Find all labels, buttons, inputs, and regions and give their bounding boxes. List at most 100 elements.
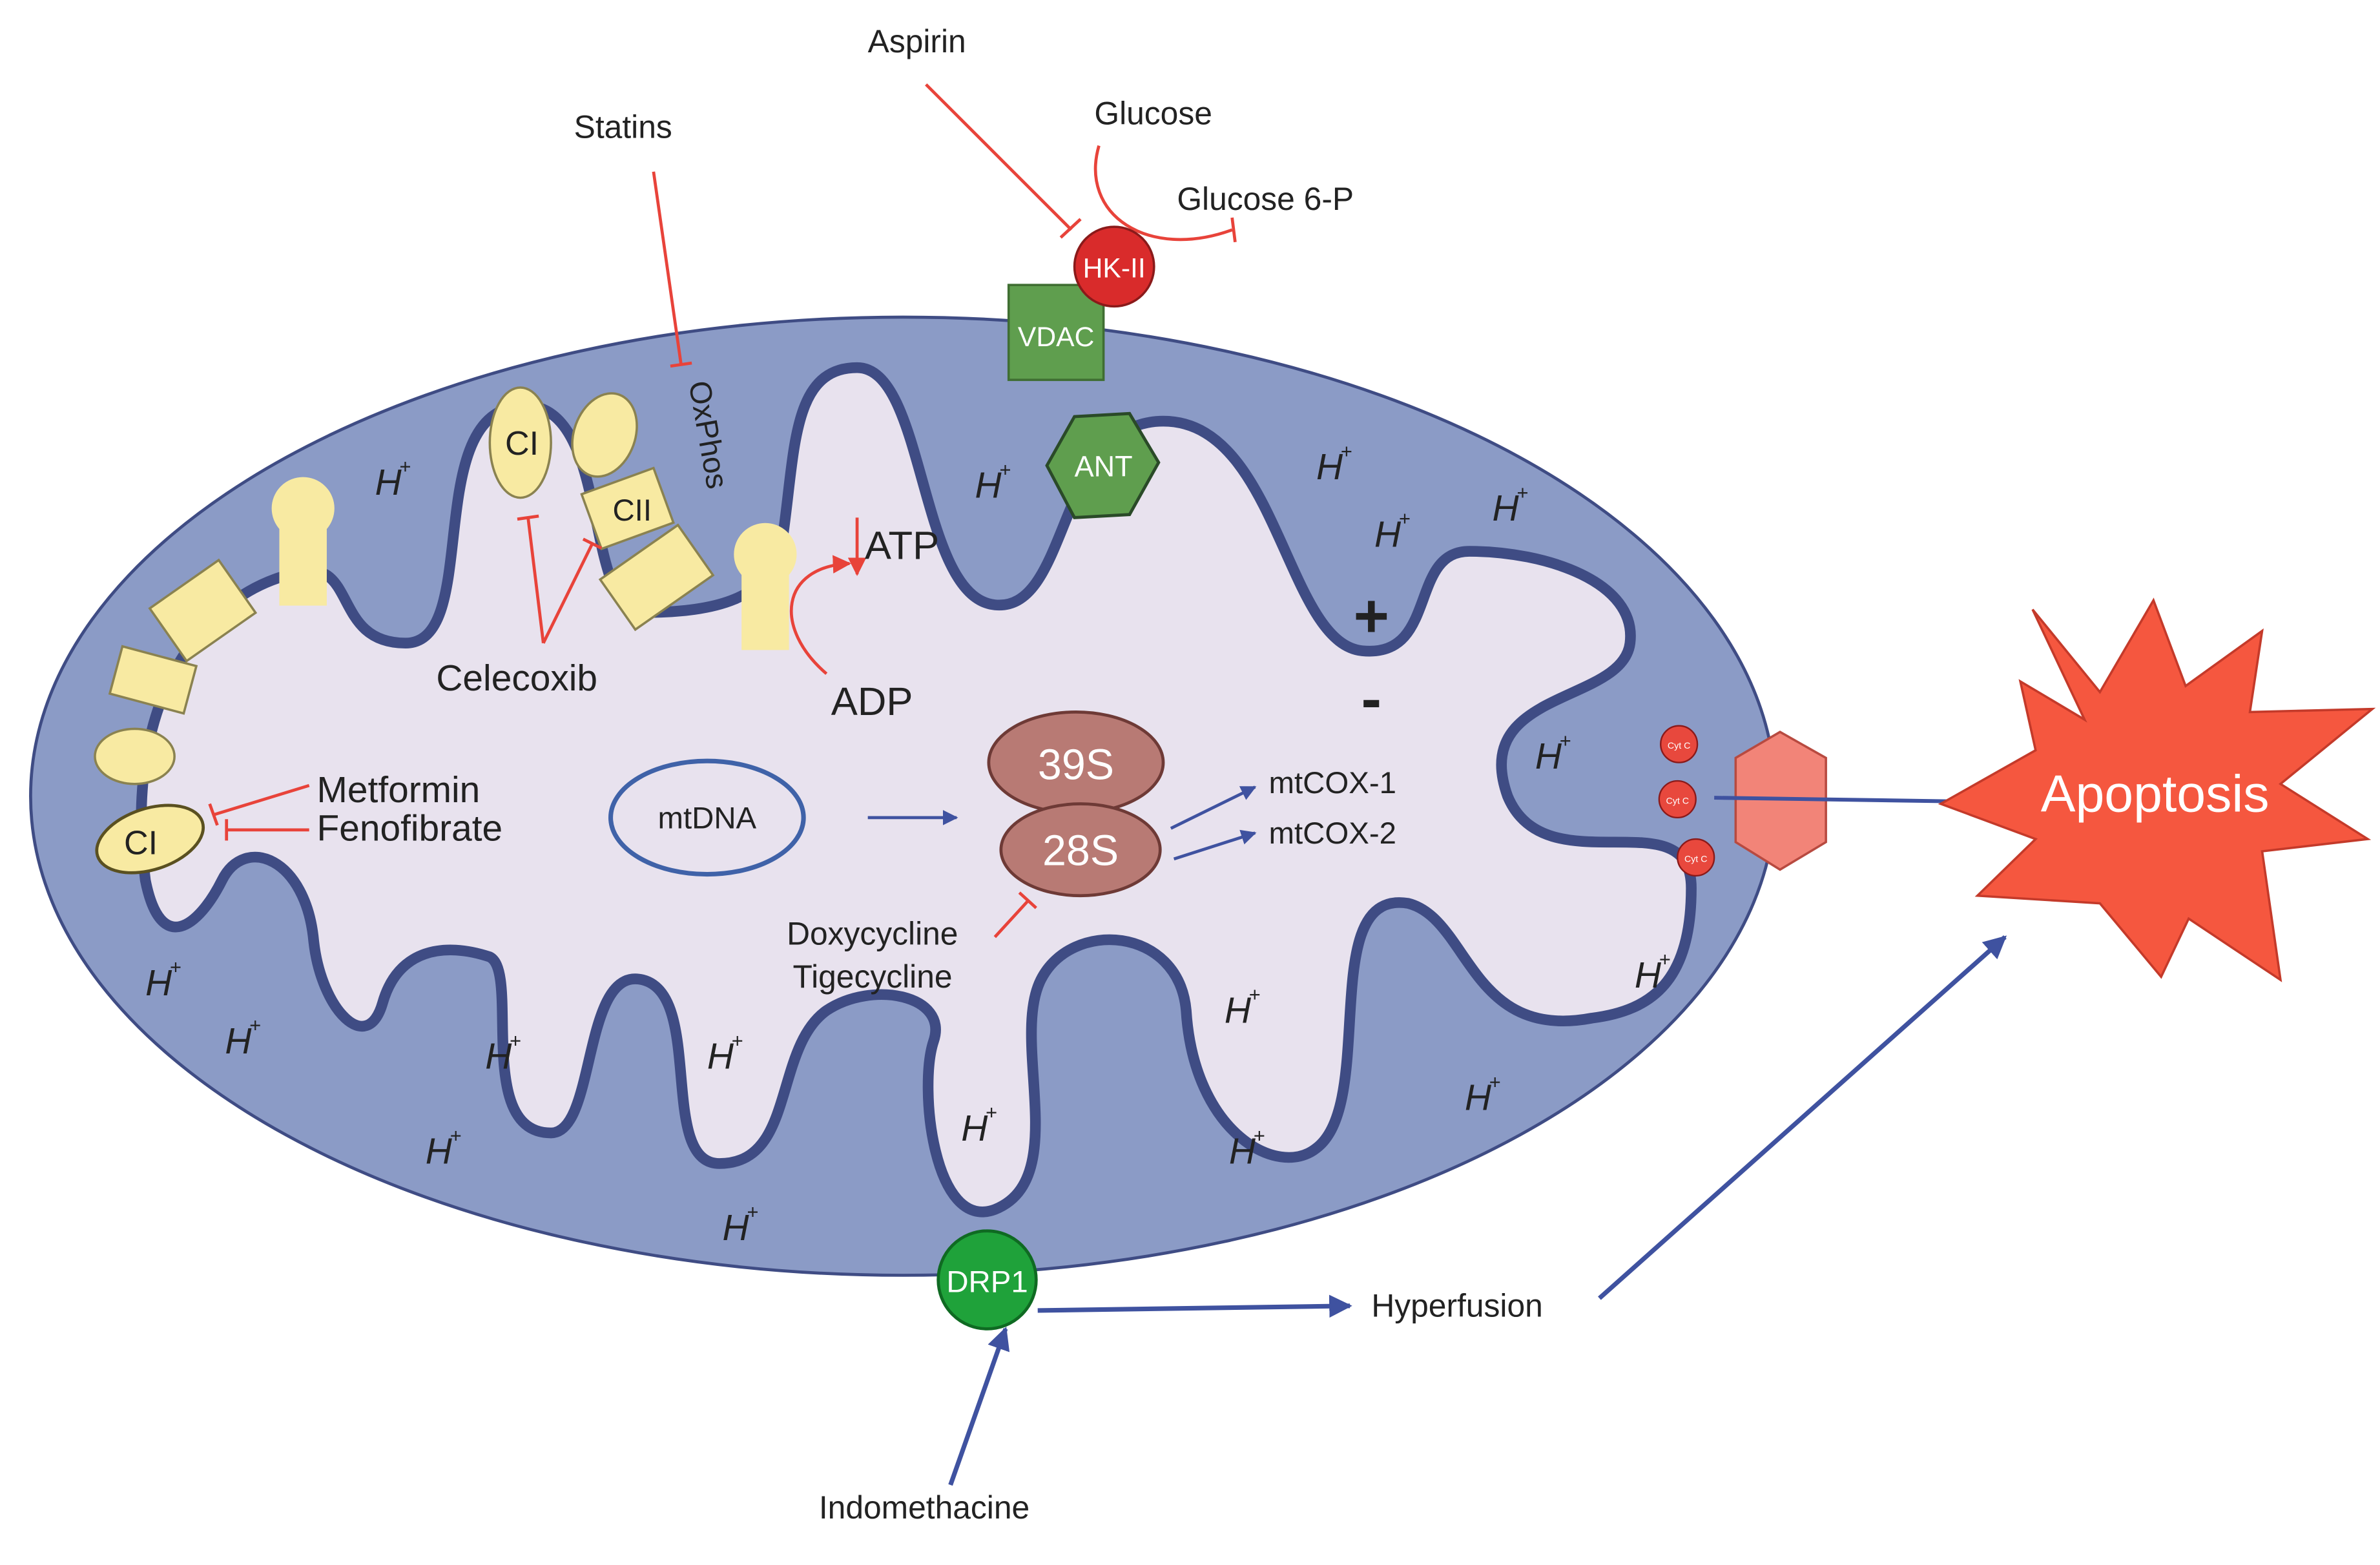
proton-h-plus: H+ (1316, 440, 1352, 488)
atp-adp-conversion (789, 517, 867, 675)
proton-plus-text: + (986, 1101, 997, 1124)
atp-label: ATP (865, 523, 939, 568)
hk2-circle (1073, 225, 1155, 308)
atp-synthase-1 (271, 477, 335, 606)
atp-synthase-2 (734, 523, 797, 650)
proton-plus-text: + (1659, 948, 1671, 971)
proton-h-plus: H+ (1465, 1070, 1501, 1118)
proton-h-plus: H+ (426, 1124, 462, 1172)
proton-layer: H+H+H+H+H+H+H+H+H+H+H+H+H+H+H+H+H+ (145, 440, 1671, 1249)
proton-h-text: H (1225, 990, 1252, 1031)
proton-h-text: H (1535, 736, 1562, 777)
proton-h-text: H (485, 1037, 512, 1077)
mtcox1-label: mtCOX-1 (1269, 766, 1396, 800)
indomethacine-label: Indomethacine (819, 1489, 1030, 1526)
complex-cii-box (580, 466, 675, 551)
ribosome-products (1170, 785, 1257, 861)
cytc-release-pore (1734, 731, 1827, 871)
cytc-circle-2 (1658, 780, 1697, 819)
cytc-label-1: Cyt C (1668, 741, 1691, 751)
proton-h-plus: H+ (1493, 481, 1529, 529)
mtdna-label: mtDNA (658, 801, 757, 835)
proton-h-text: H (1465, 1078, 1492, 1119)
ci-top-label: CI (505, 425, 539, 462)
ci-bottom-label: CI (124, 825, 158, 862)
proton-h-plus: H+ (1225, 983, 1261, 1031)
glucose-conversion (1093, 145, 1237, 243)
cytc-label-2: Cyt C (1666, 796, 1690, 807)
proton-h-plus: H+ (225, 1014, 261, 1062)
hyperfusion-apoptosis-arrow (1598, 935, 2007, 1300)
complex-ci-top (488, 386, 552, 499)
aspirin-label: Aspirin (868, 23, 966, 59)
proton-plus-text: + (249, 1014, 261, 1037)
cytc-label-3: Cyt C (1684, 855, 1708, 865)
plus-sign: + (1354, 582, 1389, 650)
drp1-circle (936, 1229, 1038, 1331)
proton-h-text: H (1635, 955, 1662, 996)
proton-h-text: H (375, 462, 402, 503)
cytc-circle-1 (1660, 725, 1699, 763)
inner-membrane (136, 362, 1697, 1218)
proton-h-text: H (723, 1208, 750, 1249)
metformin-label: Metformin (317, 770, 481, 811)
proton-h-text: H (1229, 1131, 1256, 1172)
mtcox2-label: mtCOX-2 (1269, 816, 1396, 851)
doxycycline-inhibition (993, 891, 1037, 938)
glucose-label: Glucose (1094, 95, 1212, 131)
celecoxib-label: Celecoxib (436, 658, 597, 699)
complex-oval-top (571, 392, 638, 478)
proton-plus-text: + (1254, 1124, 1265, 1146)
proton-h-plus: H+ (707, 1029, 743, 1077)
proton-plus-text: + (450, 1124, 462, 1146)
cytc-group: Cyt C Cyt C Cyt C (1658, 725, 1715, 877)
proton-plus-text: + (1489, 1070, 1501, 1093)
complex-ci-bottom (95, 803, 205, 875)
vdac-label: VDAC (1018, 322, 1094, 353)
proton-plus-text: + (999, 458, 1011, 481)
indomethacine-arrow (948, 1327, 1010, 1486)
proton-h-text: H (961, 1108, 988, 1149)
metformin-inhibition (208, 783, 310, 841)
proton-h-text: H (225, 1021, 252, 1062)
doxycycline-label: Doxycycline (787, 916, 958, 952)
apoptosis-label: Apoptosis (2041, 765, 2270, 823)
proton-h-plus: H+ (961, 1101, 997, 1149)
complex-rect-top (598, 523, 715, 632)
drp1-hyperfusion-arrow (1037, 1294, 1352, 1318)
proton-h-text: H (707, 1037, 734, 1077)
complex-cluster-left (94, 558, 258, 785)
hyperfusion-label: Hyperfusion (1371, 1287, 1542, 1323)
statins-label: Statins (574, 109, 672, 145)
glucose6p-label: Glucose 6-P (1177, 181, 1354, 217)
proton-h-plus: H+ (375, 455, 411, 503)
proton-h-plus: H+ (975, 458, 1011, 506)
proton-h-plus: H+ (145, 956, 181, 1004)
drp1-label: DRP1 (946, 1265, 1028, 1300)
proton-h-text: H (145, 963, 172, 1004)
proton-h-text: H (426, 1131, 453, 1172)
mtdna-oval (608, 758, 806, 877)
proton-plus-text: + (170, 956, 181, 979)
proton-h-plus: H+ (485, 1029, 521, 1077)
minus-sign: - (1361, 665, 1382, 733)
vdac-box (1007, 284, 1105, 381)
aspirin-inhibition (925, 83, 1082, 239)
ribosome-28s-label: 28S (1042, 827, 1119, 875)
proton-plus-text: + (1249, 983, 1261, 1006)
proton-plus-text: + (1341, 440, 1352, 462)
ribosome-28s (999, 802, 1162, 898)
proton-plus-text: + (1560, 729, 1571, 752)
adp-label: ADP (831, 679, 913, 724)
proton-h-plus: H+ (723, 1201, 759, 1249)
ribosome-39s-label: 39S (1038, 741, 1114, 789)
proton-h-text: H (1316, 447, 1343, 488)
proton-plus-text: + (400, 455, 411, 478)
proton-plus-text: + (732, 1029, 743, 1052)
proton-h-plus: H+ (1535, 729, 1571, 777)
complex-cluster-top (488, 386, 715, 632)
proton-h-text: H (975, 466, 1002, 506)
proton-plus-text: + (510, 1029, 521, 1052)
